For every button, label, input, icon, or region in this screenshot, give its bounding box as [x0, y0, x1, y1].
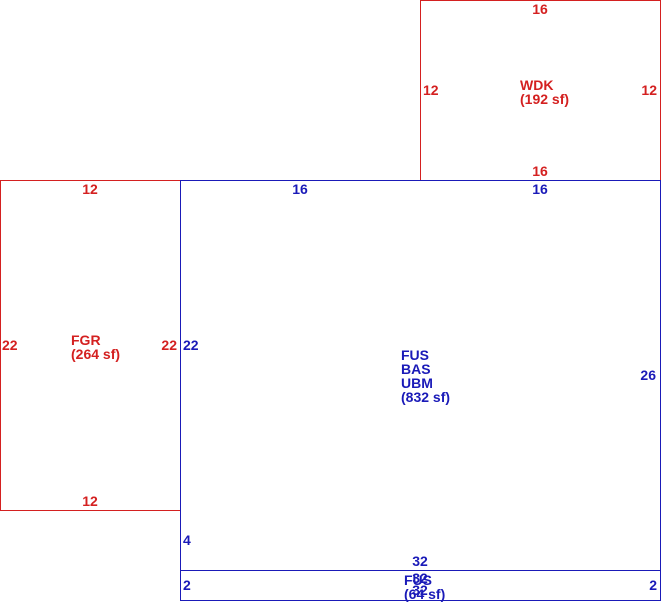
- fus-strip-code-label: FUS: [404, 572, 432, 588]
- main-top-left-dim: 16: [292, 181, 308, 197]
- main-code-label-1: FUS: [401, 347, 429, 363]
- fus-strip-bottom-dim: 32: [412, 582, 428, 598]
- fgr-code-label: FGR: [71, 332, 101, 348]
- fus-strip-left-dim: 2: [183, 577, 191, 593]
- main-right-dim: 26: [640, 367, 656, 383]
- fus-strip-area-label: (64 sf): [404, 586, 445, 602]
- main-left-lower-dim: 4: [183, 532, 191, 548]
- main-code-label-2: BAS: [401, 361, 431, 377]
- fgr-bottom-dim: 12: [82, 493, 98, 509]
- wdk-left-dim: 12: [423, 82, 439, 98]
- wdk-top-dim: 16: [532, 1, 548, 17]
- fus-strip-right-dim: 2: [649, 577, 657, 593]
- wdk-code-label: WDK: [520, 77, 553, 93]
- wdk-area-label: (192 sf): [520, 91, 569, 107]
- fgr-area-label: (264 sf): [71, 346, 120, 362]
- wdk-right-dim: 12: [641, 82, 657, 98]
- main-code-label-3: UBM: [401, 375, 433, 391]
- main-area-label: (832 sf): [401, 389, 450, 405]
- fgr-top-dim: 12: [82, 181, 98, 197]
- fgr-left-dim: 22: [2, 337, 18, 353]
- main-left-dim: 22: [183, 337, 199, 353]
- fus-strip-top-dim: 32: [412, 570, 428, 586]
- main-bottom-dim: 32: [412, 553, 428, 569]
- wdk-bottom-dim: 16: [532, 163, 548, 179]
- fus-strip-outline: [180, 570, 661, 601]
- fgr-right-dim: 22: [161, 337, 177, 353]
- main-top-right-dim: 16: [532, 181, 548, 197]
